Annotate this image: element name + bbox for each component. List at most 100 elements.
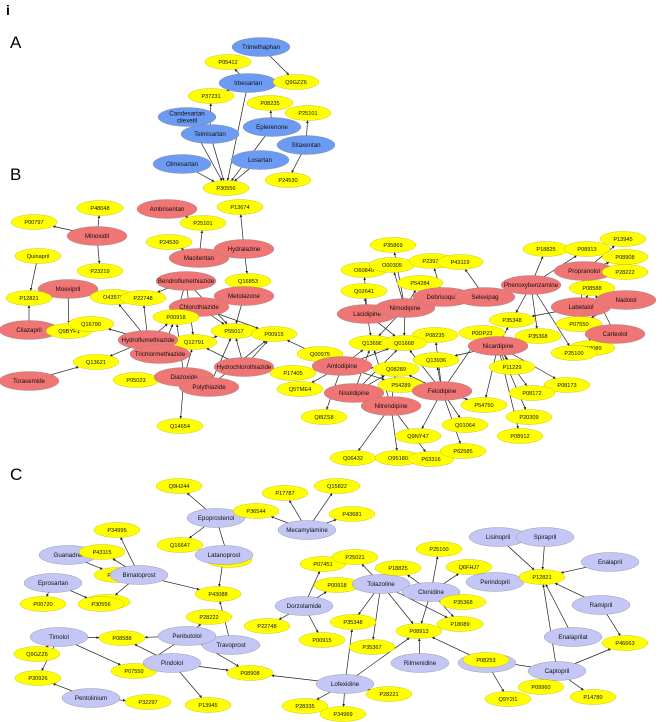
protein-node-b-p08173[interactable]: P08173 <box>543 377 591 393</box>
protein-node-b-p54284[interactable]: P54284 <box>396 275 444 291</box>
protein-node-a-p05412[interactable]: P05412 <box>204 54 252 70</box>
protein-node-c-p25100[interactable]: P25100 <box>415 541 463 557</box>
drug-node-c-lofexidine[interactable]: Lofexidine <box>315 674 375 694</box>
drug-node-c-eprosartan[interactable]: Eprosartan <box>23 573 83 593</box>
protein-node-a-p25101[interactable]: P25101 <box>284 105 332 121</box>
protein-node-b-q14654[interactable]: Q14654 <box>156 418 204 434</box>
drug-node-b-felodipine[interactable]: Felodipine <box>411 381 473 401</box>
protein-node-c-p43088[interactable]: P43088 <box>194 586 242 602</box>
protein-node-c-p43115[interactable]: P43115 <box>78 544 126 560</box>
protein-node-b-p05023[interactable]: P05023 <box>112 372 160 388</box>
drug-node-a-losartan[interactable]: Losartan <box>230 150 290 170</box>
drug-node-b-phenoxybenzamine[interactable]: Phenoxybenzamine <box>500 275 562 295</box>
protein-node-b-p63316[interactable]: P63316 <box>407 451 455 467</box>
drug-node-c-clonidine[interactable]: Clonidine <box>401 582 461 602</box>
protein-node-b-p12821[interactable]: P12821 <box>5 290 53 306</box>
protein-node-b-p62585[interactable]: P62585 <box>439 443 487 459</box>
protein-node-b-p13674[interactable]: P13674 <box>216 199 264 215</box>
protein-node-b-p08908[interactable]: P08908 <box>601 249 649 265</box>
protein-node-c-p17787[interactable]: P17787 <box>261 485 309 501</box>
protein-node-b-p28222[interactable]: P28222 <box>601 264 649 280</box>
protein-node-b-p43119[interactable]: P43119 <box>436 254 484 270</box>
drug-node-b-ambrisentan[interactable]: Ambrisentan <box>136 199 198 219</box>
protein-node-b-p35348[interactable]: P35348 <box>488 312 536 328</box>
protein-node-b-p54750[interactable]: P54750 <box>460 397 508 413</box>
protein-node-c-p09960[interactable]: P09960 <box>517 679 565 695</box>
protein-node-b-quinapril[interactable]: Quinapril <box>14 248 62 264</box>
protein-node-c-p08253[interactable]: P08253 <box>462 652 510 668</box>
protein-node-c-p18825[interactable]: P18825 <box>374 560 422 576</box>
protein-node-b-p35869[interactable]: P35869 <box>369 237 417 253</box>
drug-node-b-nicardipine[interactable]: Nicardipine <box>467 336 529 356</box>
protein-node-c-p30926[interactable]: P30926 <box>14 670 62 686</box>
protein-node-b-p48048[interactable]: P48048 <box>76 200 124 216</box>
protein-node-c-p43681[interactable]: P43681 <box>328 506 376 522</box>
protein-node-b-q02641[interactable]: Q02641 <box>340 283 388 299</box>
protein-node-b-p08588[interactable]: P08588 <box>568 280 616 296</box>
drug-node-c-perindopril[interactable]: Perindopril <box>465 572 525 592</box>
protein-node-c-p36544[interactable]: P36544 <box>232 503 280 519</box>
protein-node-b-p35368[interactable]: P35368 <box>514 328 562 344</box>
drug-node-b-macitentan[interactable]: Macitentan <box>168 248 230 268</box>
drug-node-c-mecamylamine[interactable]: Mecamylamine <box>277 520 337 540</box>
protein-node-c-p08588[interactable]: P08588 <box>98 630 146 646</box>
protein-node-b-p20309[interactable]: P20309 <box>505 409 553 425</box>
drug-node-b-trichlormethiazide[interactable]: Trichlormethiazide <box>129 344 191 364</box>
protein-node-c-q15822[interactable]: Q15822 <box>313 478 361 494</box>
protein-node-b-q01064[interactable]: Q01064 <box>441 417 489 433</box>
protein-node-b-p23219[interactable]: P23219 <box>76 263 124 279</box>
drug-node-c-latanoprost[interactable]: Latanoprost <box>194 545 254 565</box>
protein-node-b-p25100[interactable]: P25100 <box>550 345 598 361</box>
drug-node-b-carteolol[interactable]: Carteolol <box>584 324 646 344</box>
protein-node-b-p25101[interactable]: P25101 <box>179 215 227 231</box>
drug-node-b-moexipril[interactable]: Moexipril <box>37 279 99 299</box>
protein-node-c-p34995[interactable]: P34995 <box>93 522 141 538</box>
drug-node-c-pentolinium[interactable]: Pentolinium <box>61 688 121 708</box>
drug-node-a-irbesartan[interactable]: Irbesartan <box>218 73 278 93</box>
drug-node-c-pindolol[interactable]: Pindolol <box>142 653 202 673</box>
protein-node-c-p46663[interactable]: P46663 <box>601 635 649 651</box>
protein-node-c-q16647[interactable]: Q16647 <box>156 537 204 553</box>
protein-node-b-p08235[interactable]: P08235 <box>411 327 459 343</box>
protein-node-a-q9gzz6[interactable]: Q9GZZ6 <box>272 74 320 90</box>
drug-node-c-enalapril[interactable]: Enalapril <box>580 552 640 572</box>
drug-node-b-nitrendipine[interactable]: Nitrendipine <box>360 396 422 416</box>
protein-node-a-p30556[interactable]: P30556 <box>202 180 250 196</box>
protein-node-b-q13936[interactable]: Q13936 <box>412 352 460 368</box>
protein-node-c-p28222[interactable]: P28222 <box>185 609 233 625</box>
protein-node-c-q9gzz6[interactable]: Q9GZZ6 <box>13 646 61 662</box>
drug-node-b-amlodipine[interactable]: Amlodipine <box>311 356 373 376</box>
drug-node-c-timolol[interactable]: Timolol <box>29 627 89 647</box>
protein-node-c-p18089[interactable]: P18089 <box>436 616 484 632</box>
protein-node-b-q16853[interactable]: Q16853 <box>224 273 272 289</box>
drug-node-c-bimatoprost[interactable]: Bimatoprost <box>109 565 169 585</box>
protein-node-b-p00918[interactable]: P00918 <box>152 309 200 325</box>
protein-node-b-p11229[interactable]: P11229 <box>488 359 536 375</box>
drug-node-c-epoprostenol[interactable]: Epoprostenol <box>186 508 246 528</box>
drug-node-a-sitaxentan[interactable]: Sitaxentan <box>276 135 336 155</box>
protein-node-c-p35348[interactable]: P35348 <box>329 614 377 630</box>
protein-node-b-p07550[interactable]: P07550 <box>555 316 603 332</box>
protein-node-b-q16790[interactable]: Q16790 <box>67 316 115 332</box>
drug-node-b-polythiazide[interactable]: Polythiazide <box>178 377 240 397</box>
protein-node-a-p37231[interactable]: P37231 <box>187 88 235 104</box>
protein-node-c-p35368[interactable]: P35368 <box>439 594 487 610</box>
protein-node-b-p22748[interactable]: P22748 <box>119 290 167 306</box>
protein-node-b-q9ny47[interactable]: Q9NY47 <box>394 428 442 444</box>
protein-node-b-q5tme4[interactable]: Q5TME4 <box>276 381 324 397</box>
drug-node-a-olmesartan[interactable]: Olmesartan <box>152 154 212 174</box>
protein-node-b-p00915[interactable]: P00915 <box>250 326 298 342</box>
drug-node-b-hydrochlorothiazide[interactable]: Hydrochlorothiazide <box>213 357 275 377</box>
drug-node-c-rilmenidine[interactable]: Rilmenidine <box>390 653 450 673</box>
protein-node-c-p28221[interactable]: P28221 <box>365 686 413 702</box>
protein-node-c-p25021[interactable]: P25021 <box>331 549 379 565</box>
protein-node-b-o00305[interactable]: O00305 <box>368 257 416 273</box>
drug-node-a-telmisartan[interactable]: Telmisartan <box>180 124 240 144</box>
protein-node-b-p17405[interactable]: P17405 <box>269 365 317 381</box>
protein-node-b-q13621[interactable]: Q13621 <box>72 354 120 370</box>
drug-node-c-enalaprilat[interactable]: Enalaprilat <box>543 627 603 647</box>
protein-node-b-q8izs8[interactable]: Q8IZS8 <box>300 409 348 425</box>
protein-node-c-p12821[interactable]: P12821 <box>518 569 566 585</box>
protein-node-b-p55017[interactable]: P55017 <box>210 323 258 339</box>
